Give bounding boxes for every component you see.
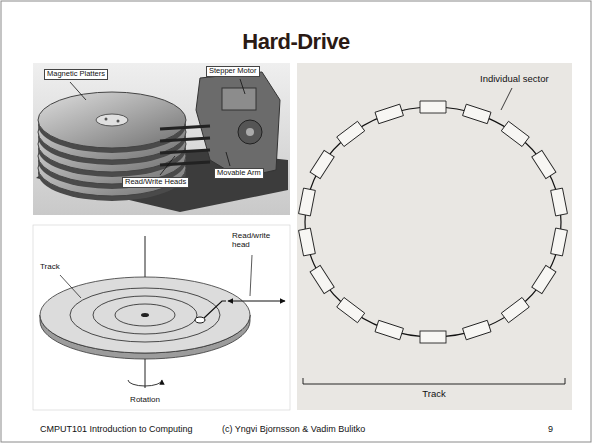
drawing-line: [160, 138, 210, 141]
drawing-circle: [246, 128, 254, 136]
sector-box: [420, 331, 446, 343]
footer-text: CMPUT101 Introduction to Computing: [40, 424, 193, 434]
track-ring: [115, 304, 175, 326]
sector-box: [532, 150, 556, 178]
photo-leader-lines: [70, 79, 245, 175]
sector-box: [501, 297, 529, 322]
part-label: Magnetic Platters: [44, 69, 108, 80]
part-label: Track: [420, 389, 447, 400]
figure-ground: [297, 63, 572, 410]
sector-box: [375, 320, 403, 339]
platter-face: [40, 277, 250, 353]
footer-text: (c) Yngvi Bjornsson & Vadim Bulitko: [222, 424, 365, 434]
read-write-head: [195, 317, 205, 323]
page-number: 9: [548, 424, 553, 434]
head-arm: [204, 301, 226, 318]
part-label: Stepper Motor: [206, 66, 260, 77]
drawing-line: [160, 150, 210, 153]
part-label: Rotation: [130, 395, 160, 404]
leader-line: [250, 255, 252, 296]
drawing-rect: [222, 88, 256, 110]
hard-drive-photo: [33, 63, 290, 215]
leader-line: [60, 275, 81, 298]
part-label: Individual sector: [478, 74, 551, 85]
drawing-line: [240, 79, 245, 94]
drawing-line: [70, 82, 86, 100]
sector-ring: [299, 101, 568, 343]
sector-box: [551, 228, 568, 256]
sector-box: [299, 228, 316, 256]
platter-schematic: [33, 225, 290, 410]
sector-box: [310, 265, 334, 293]
part-label: Movable Arm: [214, 168, 264, 179]
sector-box: [463, 320, 491, 339]
sector-box: [420, 101, 446, 113]
leader-line: [501, 88, 512, 110]
drawing-circle: [105, 118, 108, 121]
drawing-circle: [238, 120, 262, 144]
schematic-ground: [33, 225, 290, 410]
drawing-line: [160, 162, 210, 165]
sector-box: [532, 265, 556, 293]
track-circle: [305, 107, 561, 337]
sector-box: [337, 297, 365, 322]
part-label: Track: [40, 262, 60, 271]
sector-box: [551, 188, 568, 216]
part-label: Read/write head: [232, 231, 280, 249]
track-ring: [93, 296, 197, 334]
drawing-circle: [117, 120, 120, 123]
sector-box: [501, 121, 529, 146]
drawing-line: [160, 156, 175, 175]
photo-ground: [33, 63, 290, 215]
slide-title: Hard-Drive: [242, 30, 349, 54]
spindle-axis: [145, 359, 146, 388]
sector-box: [463, 104, 491, 123]
arm-motion-arrow: [228, 301, 285, 302]
sector-box: [310, 150, 334, 178]
sector-box: [375, 104, 403, 123]
drawing-line: [226, 152, 230, 166]
track-bracket: [303, 378, 565, 384]
sector-box: [299, 188, 316, 216]
drawing-ellipse: [96, 114, 128, 126]
drawing-line: [160, 126, 210, 129]
spindle-hub: [141, 313, 149, 317]
sector-box: [337, 121, 365, 146]
track-ring: [70, 288, 220, 342]
track-sector-figure: [297, 63, 572, 410]
part-label: Read/Write Heads: [122, 177, 189, 188]
rotation-arrow: [128, 380, 162, 386]
stepper-motor-and-arm: [160, 72, 280, 178]
